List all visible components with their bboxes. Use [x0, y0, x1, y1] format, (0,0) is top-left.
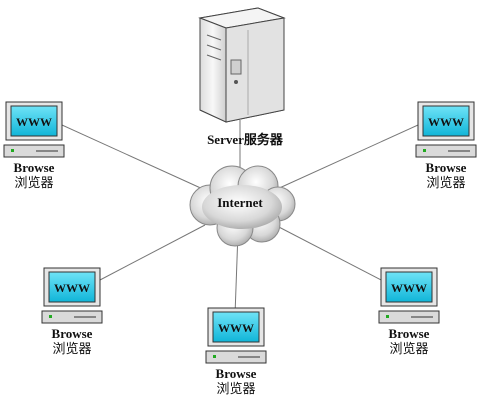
- client-label-bottom-right: Browse 浏览器: [349, 326, 469, 357]
- client-label-cn: 浏览器: [216, 381, 256, 397]
- client-label-cn: 浏览器: [389, 341, 429, 357]
- client-label-en: Browse: [51, 326, 93, 341]
- screen-text-top-left: WWW: [16, 115, 52, 129]
- server-label-en: Server: [207, 132, 244, 147]
- line-top-left: [61, 124, 206, 191]
- computer-icon-top-left: [3, 101, 65, 158]
- screen-text-bottom-left: WWW: [54, 281, 90, 295]
- client-label-bottom-left: Browse 浏览器: [12, 326, 132, 357]
- line-top-right: [274, 124, 419, 191]
- internet-cloud-icon: [189, 165, 296, 247]
- server-label: Server服务器: [160, 129, 330, 148]
- client-label-en: Browse: [425, 160, 467, 175]
- client-label-en: Browse: [215, 366, 257, 381]
- server-icon: [198, 7, 286, 123]
- screen-text-bottom-center: WWW: [218, 321, 254, 335]
- client-label-bottom-center: Browse 浏览器: [176, 366, 296, 397]
- line-bottom-right: [274, 224, 386, 283]
- computer-icon-bottom-left: [41, 267, 103, 324]
- client-label-en: Browse: [388, 326, 430, 341]
- client-label-cn: 浏览器: [52, 341, 92, 357]
- client-label-cn: 浏览器: [14, 175, 54, 191]
- connector-lines: [61, 120, 419, 316]
- screen-text-bottom-right: WWW: [391, 281, 427, 295]
- internet-label: Internet: [217, 195, 263, 210]
- client-label-top-left: Browse 浏览器: [0, 160, 94, 191]
- computer-icon-bottom-center: [205, 307, 267, 364]
- computer-icon-top-right: [415, 101, 477, 158]
- client-label-top-right: Browse 浏览器: [386, 160, 480, 191]
- computer-icon-bottom-right: [378, 267, 440, 324]
- client-label-cn: 浏览器: [426, 175, 466, 191]
- line-bottom-left: [99, 224, 206, 281]
- screen-text-top-right: WWW: [428, 115, 464, 129]
- server-label-cn: 服务器: [243, 133, 283, 148]
- client-label-en: Browse: [13, 160, 55, 175]
